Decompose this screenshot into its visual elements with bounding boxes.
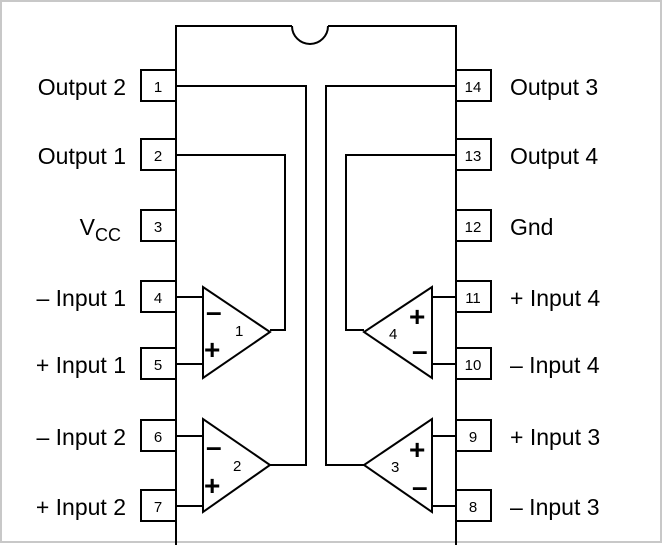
right-pins: 14 Output 3 13 Output 4 12 Gnd 11 + Inpu… [455,69,600,522]
amplifier-1: – + 1 [202,285,272,380]
pin-1-label: Output 2 [38,74,126,100]
pin-6: 6 – Input 2 [36,419,177,452]
pin-5-label: + Input 1 [36,352,126,378]
chip-notch [291,25,329,45]
amplifier-1-number: 1 [235,323,243,340]
amplifier-2: – + 2 [202,417,272,514]
pin-8-box [455,489,492,522]
pin-10-label: – Input 4 [510,352,600,378]
amplifier-1-bottom-sign: + [204,334,220,365]
pin-11: 11 + Input 4 [455,280,600,313]
pin-4-box [140,280,177,313]
pin-5: 5 + Input 1 [36,347,177,380]
pin-8-label: – Input 3 [510,494,600,520]
pin-14: 14 Output 3 [455,69,598,102]
pin-3-label-sub: CC [95,225,121,245]
amplifier-4: + – 4 [362,285,433,380]
pin-3-label: VCC [80,214,121,245]
amplifier-4-bottom-sign: – [412,335,428,366]
pin-13: 13 Output 4 [455,138,598,171]
pin-7-number: 7 [154,499,162,516]
amplifier-3-top-sign: + [409,434,425,465]
pin-2-number: 2 [154,148,162,165]
left-pins: 1 Output 2 2 Output 1 3 VCC 4 – Input 1 … [36,69,177,522]
pin-5-box [140,347,177,380]
pin-12-number: 12 [465,219,482,236]
pin-4: 4 – Input 1 [36,280,177,313]
pin-4-label: – Input 1 [36,285,126,311]
pin-2-label: Output 1 [38,143,126,169]
pin-14-box [455,69,492,102]
amplifier-2-number: 2 [233,458,241,475]
pin-9-label: + Input 3 [510,424,600,450]
amplifier-3-bottom-sign: – [412,471,428,502]
pin-12: 12 Gnd [455,209,553,242]
amplifier-4-top-sign: + [409,301,425,332]
pin-1: 1 Output 2 [38,69,177,102]
pin-8-number: 8 [469,499,477,516]
pin-3: 3 VCC [80,209,177,245]
pin-1-box [140,69,177,102]
pin-7: 7 + Input 2 [36,489,177,522]
pin-13-number: 13 [465,148,482,165]
pin-13-box [455,138,492,171]
pin-6-number: 6 [154,429,162,446]
pin-13-label: Output 4 [510,143,598,169]
amplifier-2-top-sign: – [206,431,222,462]
pin-1-number: 1 [154,79,162,96]
pin-12-box [455,209,492,242]
pin-9-number: 9 [469,429,477,446]
amplifier-2-bottom-sign: + [204,470,220,501]
amplifier-3: + – 3 [362,417,433,514]
pin-3-box [140,209,177,242]
pin-3-label-main: V [80,214,96,240]
amplifier-2-triangle [202,417,272,514]
internal-wiring [176,85,456,507]
amplifier-4-triangle [362,285,433,380]
pin-6-box [140,419,177,452]
pin-2-box [140,138,177,171]
pin-9: 9 + Input 3 [455,419,600,452]
pin-10-number: 10 [465,357,482,374]
amplifier-1-top-sign: – [206,296,222,327]
pin-9-box [455,419,492,452]
amplifier-3-triangle [362,417,433,514]
pin-14-label: Output 3 [510,74,598,100]
amplifier-1-triangle [202,285,272,380]
pin-11-number: 11 [465,290,481,307]
pin-6-label: – Input 2 [36,424,126,450]
pin-8: 8 – Input 3 [455,489,600,522]
pin-7-label: + Input 2 [36,494,126,520]
pin-2: 2 Output 1 [38,138,177,171]
pin-12-label: Gnd [510,214,553,240]
pin-11-label: + Input 4 [510,285,600,311]
amplifier-4-number: 4 [389,326,397,343]
pin-3-number: 3 [154,219,162,236]
pin-4-number: 4 [154,290,162,307]
pin-11-box [455,280,492,313]
pin-14-number: 14 [465,79,482,96]
pin-7-box [140,489,177,522]
pin-10-box [455,347,492,380]
pin-10: 10 – Input 4 [455,347,600,380]
pin-5-number: 5 [154,357,162,374]
amplifier-3-number: 3 [391,459,399,476]
